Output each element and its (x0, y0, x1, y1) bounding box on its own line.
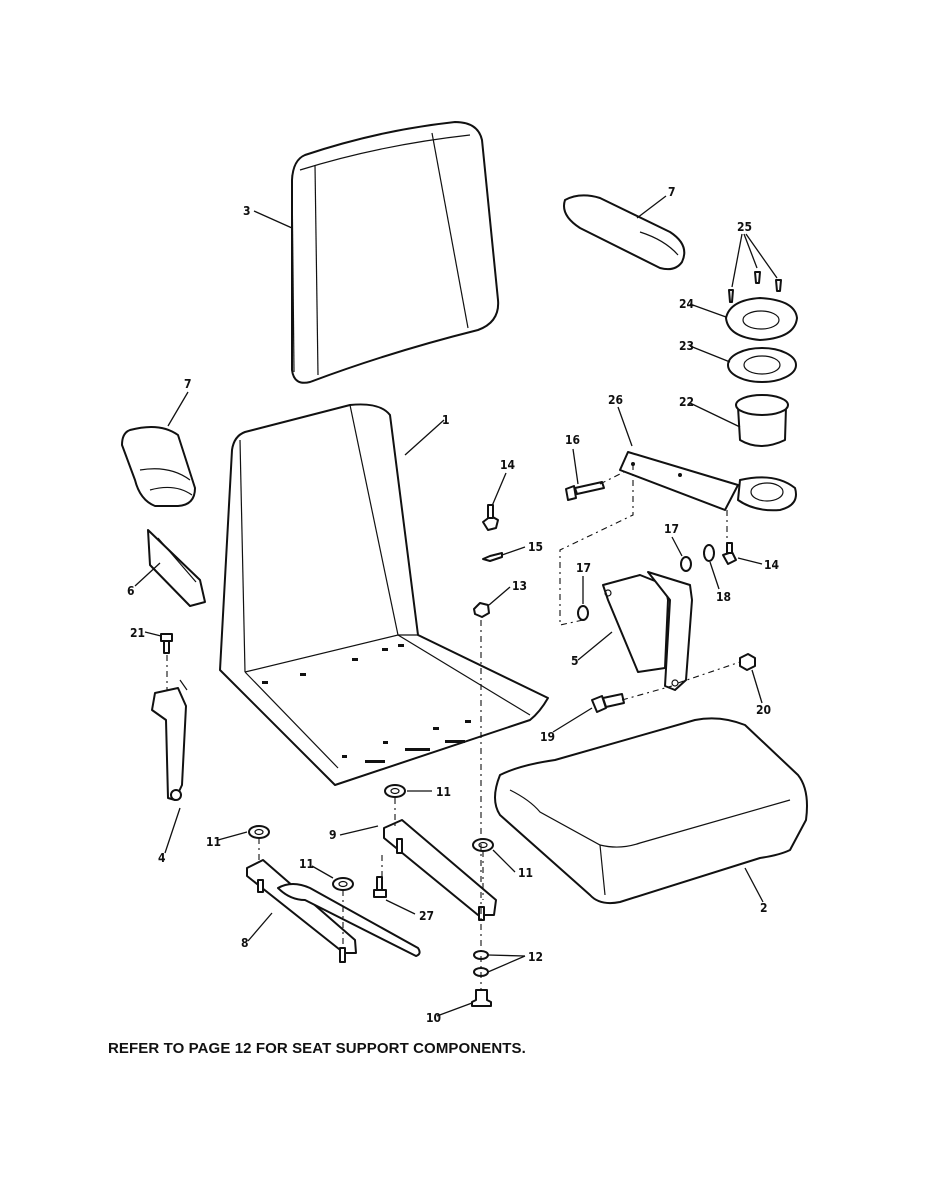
part-24-plate (725, 297, 798, 341)
part-25-screws (728, 271, 782, 303)
part-22-cup (735, 394, 789, 447)
callout-17-right: 17 (664, 522, 679, 536)
part-8-slide-rail-lever (246, 859, 421, 963)
callout-20: 20 (756, 703, 771, 717)
callout-2: 2 (760, 901, 768, 915)
callout-18: 18 (716, 590, 731, 604)
callout-11-mid: 11 (299, 857, 314, 871)
part-11-washers (248, 784, 494, 891)
callout-7-right: 7 (668, 185, 676, 199)
callout-16: 16 (565, 433, 580, 447)
callout-22: 22 (679, 395, 694, 409)
part-6-armrest-bracket (147, 529, 206, 607)
callout-21: 21 (130, 626, 145, 640)
callout-11-top: 11 (436, 785, 451, 799)
fasteners (160, 481, 756, 1007)
callout-12: 12 (528, 950, 543, 964)
callout-14-upper: 14 (500, 458, 516, 472)
callout-5: 5 (571, 654, 579, 668)
callout-13: 13 (512, 579, 527, 593)
callout-4: 4 (158, 851, 166, 865)
part-1-seat-shell (219, 403, 549, 786)
callout-26: 26 (608, 393, 623, 407)
callout-11-right: 11 (518, 866, 533, 880)
reference-note: REFER TO PAGE 12 FOR SEAT SUPPORT COMPON… (108, 1040, 526, 1057)
part-7-left-armrest (121, 425, 196, 507)
callout-1: 1 (442, 413, 450, 427)
callout-27: 27 (419, 909, 434, 923)
callout-25: 25 (737, 220, 752, 234)
callout-23: 23 (679, 339, 694, 353)
callout-11-left: 11 (206, 835, 221, 849)
callout-17-left: 17 (576, 561, 591, 575)
part-26-cup-bracket (619, 451, 797, 512)
callout-7-left: 7 (184, 377, 192, 391)
part-2-seat-cushion (494, 717, 808, 905)
alignment-lines (166, 464, 741, 990)
callout-9: 9 (329, 828, 337, 842)
part-5-mounting-plate (602, 571, 693, 691)
callout-14-right: 14 (764, 558, 780, 572)
part-3-seat-back-cushion (291, 121, 500, 384)
part-7-right-armrest (563, 194, 686, 271)
callout-19: 19 (540, 730, 555, 744)
callout-15: 15 (528, 540, 543, 554)
part-4-belt-anchor (151, 679, 188, 801)
callout-8: 8 (241, 936, 249, 950)
part-9-slide-rail (383, 819, 497, 921)
callout-10: 10 (426, 1011, 441, 1025)
leader-lines (134, 195, 778, 1017)
callout-3: 3 (243, 204, 251, 218)
callout-6: 6 (127, 584, 135, 598)
part-23-gasket (727, 347, 797, 383)
callout-24: 24 (679, 297, 695, 311)
callout-labels: 1 2 3 4 5 6 7 7 8 9 10 11 11 11 11 12 13… (127, 185, 780, 1025)
